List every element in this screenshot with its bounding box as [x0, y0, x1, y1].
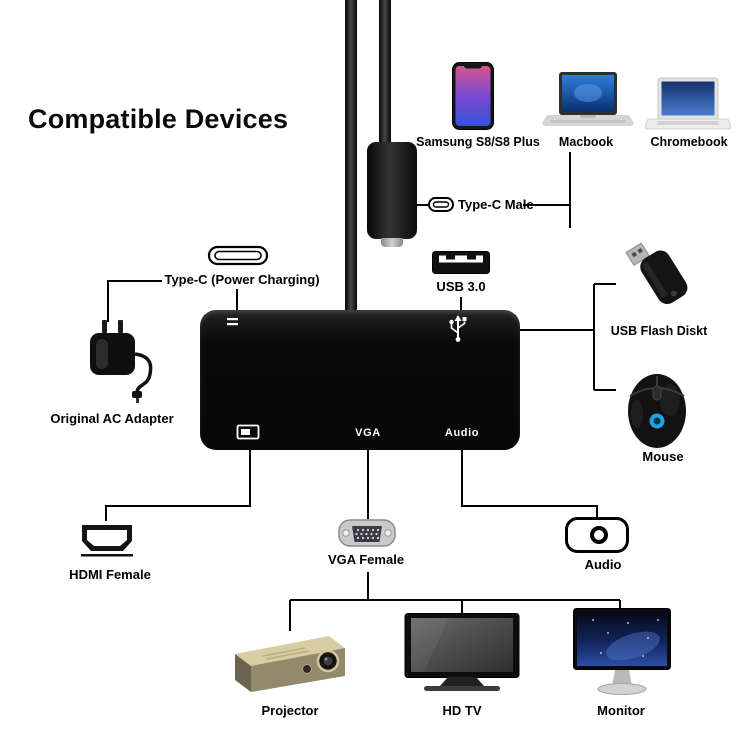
audio-jack-icon [565, 517, 629, 553]
chromebook-image [644, 77, 732, 130]
usb3-label: USB 3.0 [436, 279, 486, 294]
usb-flash-drive-image [625, 242, 688, 305]
hub-vga-label: VGA [355, 427, 381, 439]
hub-audio-label: Audio [444, 427, 480, 439]
macbook-image [542, 72, 634, 126]
projector-image [235, 636, 345, 692]
type-c-power-label: Type-C (Power Charging) [164, 272, 320, 287]
vga-female-icon [338, 519, 396, 547]
projector-label: Projector [261, 703, 319, 718]
samsung-phone-image [452, 62, 494, 130]
macbook-label: Macbook [558, 135, 614, 149]
type-c-power-icon [207, 245, 269, 266]
hdtv-image [404, 613, 520, 691]
hdmi-female-icon [81, 525, 133, 557]
type-c-plug-tip [381, 238, 403, 247]
monitor-label: Monitor [597, 703, 645, 718]
plug-cable [379, 0, 391, 150]
charging-indicator-icon [227, 318, 238, 326]
hub-captive-cable [345, 0, 357, 314]
hdtv-label: HD TV [442, 703, 482, 718]
mouse-image [628, 374, 686, 448]
display-port-icon [236, 424, 260, 440]
audio-label: Audio [584, 557, 622, 572]
vga-female-label: VGA Female [327, 552, 405, 567]
ac-adapter-image [90, 320, 153, 403]
page-title: Compatible Devices [28, 104, 289, 134]
type-c-male-label: Type-C Male [458, 197, 534, 212]
usb3-port-icon [432, 251, 490, 274]
type-c-male-icon [428, 197, 454, 212]
mouse-label: Mouse [642, 449, 684, 464]
ac-adapter-label: Original AC Adapter [50, 411, 174, 426]
chromebook-label: Chromebook [650, 135, 728, 149]
monitor-image [573, 608, 671, 695]
hdmi-female-label: HDMI Female [69, 567, 151, 582]
usb-flash-label: USB Flash Diskt [610, 324, 708, 338]
type-c-plug-image [367, 142, 417, 239]
samsung-label: Samsung S8/S8 Plus [416, 135, 540, 149]
usb-c-hub-image: VGA Audio [200, 310, 520, 450]
usb-trident-icon [449, 315, 467, 342]
